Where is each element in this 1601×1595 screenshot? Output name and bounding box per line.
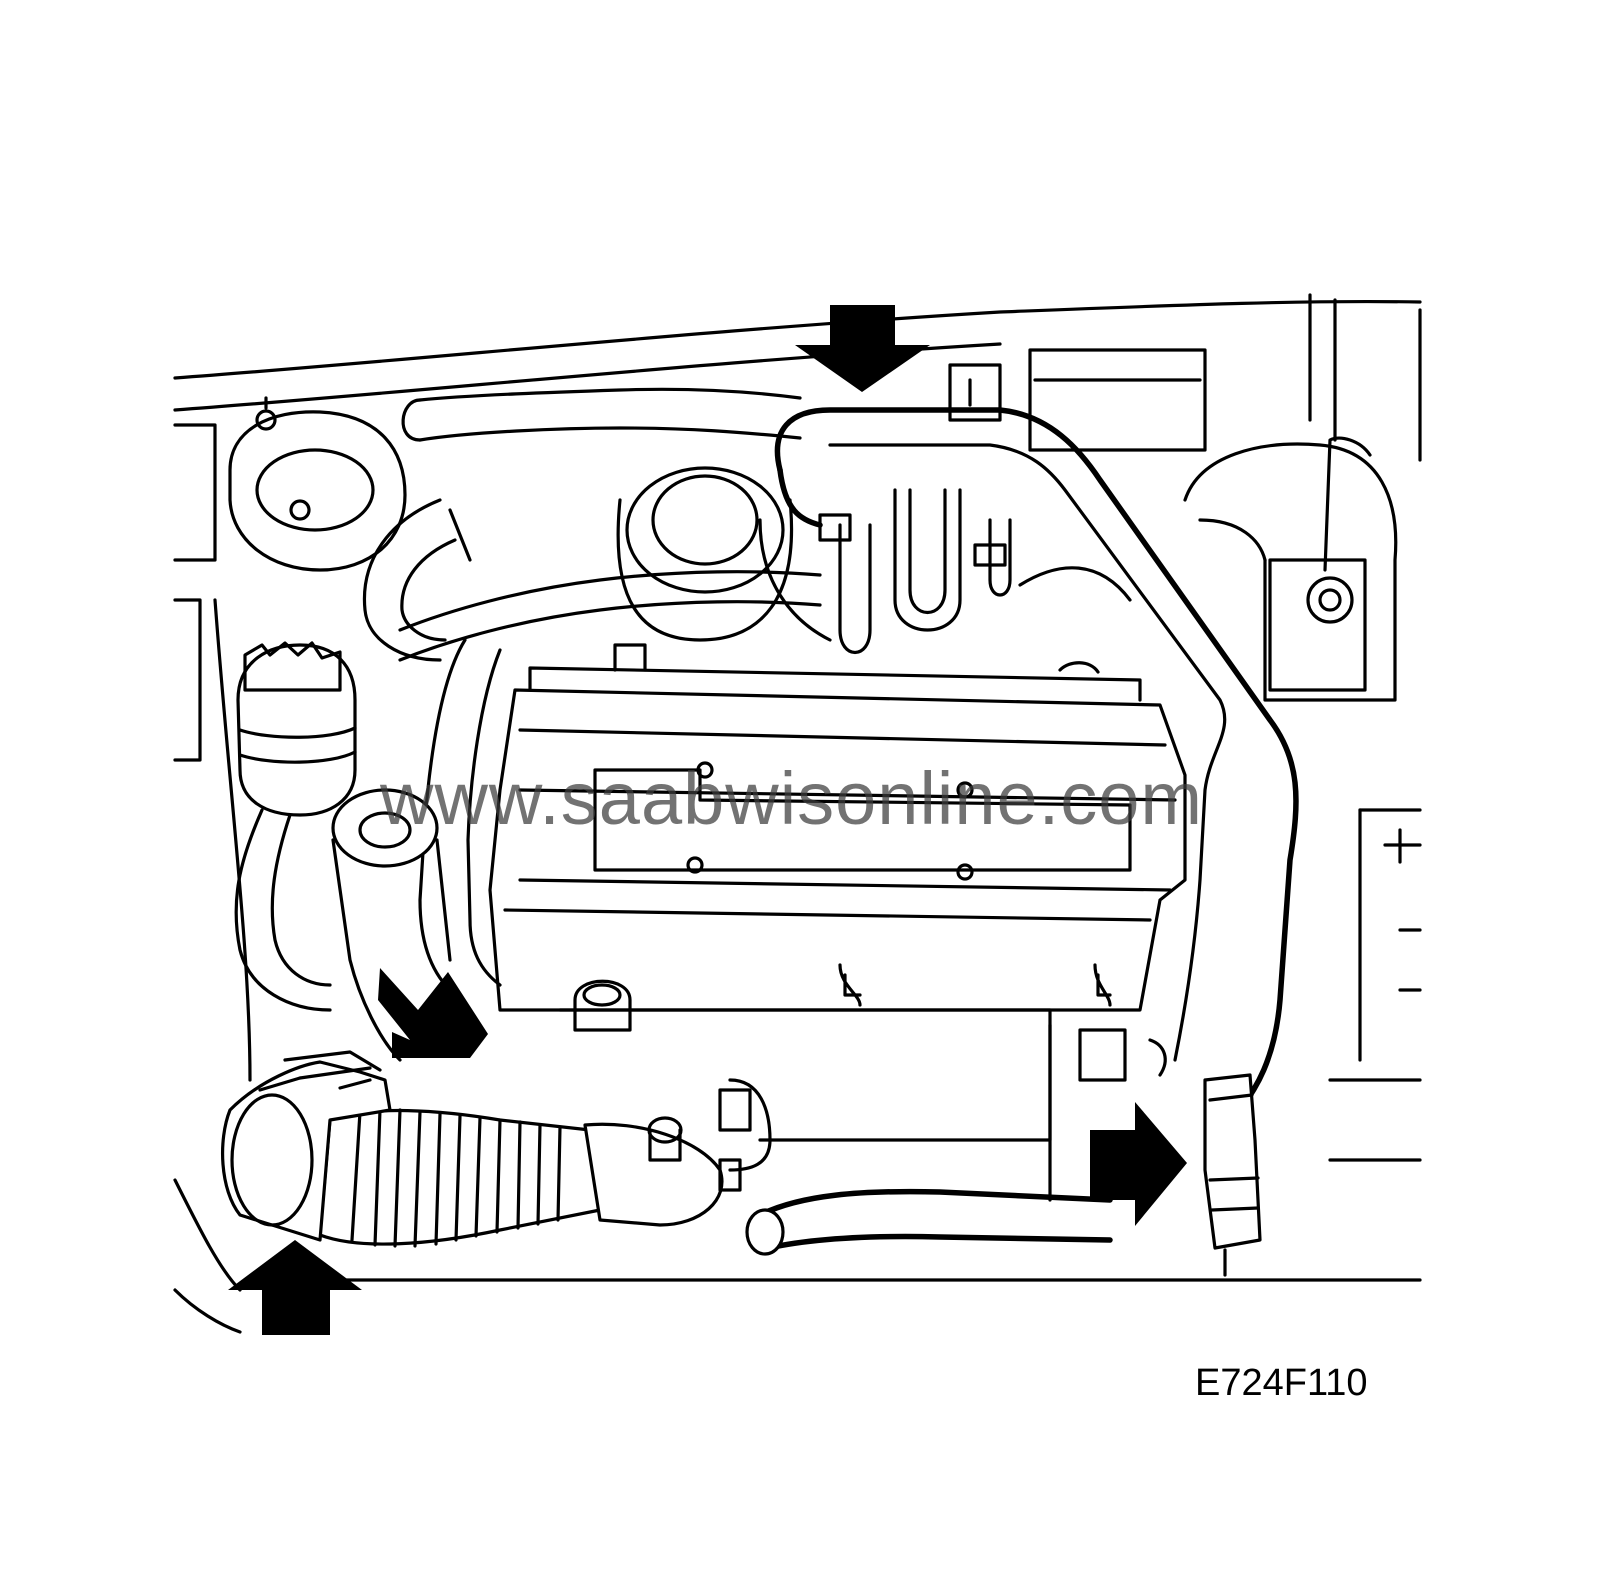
electrical-connector: [1078, 1028, 1262, 1277]
charge-air-pipe: [774, 407, 1299, 1113]
timing-cover: [558, 979, 1052, 1202]
figure-code: E724F110: [1195, 1362, 1368, 1404]
throttle-body: [221, 1050, 392, 1242]
brake-booster: [948, 348, 1398, 702]
strut-tower: [228, 396, 407, 572]
vacuum-lines: [758, 488, 1132, 655]
arrow-middle-left: [378, 968, 488, 1058]
arrow-bottom-left: [228, 1240, 362, 1335]
valve-cover: [488, 643, 1187, 1012]
expansion-tank: [234, 641, 357, 1012]
arrow-top: [795, 305, 930, 392]
intake-pipe-left: [331, 638, 502, 1062]
upper-hoses: [362, 387, 822, 662]
oil-filler-cap: [616, 466, 794, 642]
watermark-text: www.saabwisonline.com: [380, 757, 1204, 840]
arrow-bottom-right: [1090, 1102, 1187, 1226]
lower-hose: [718, 1078, 1113, 1256]
body-frame: [173, 293, 1422, 1334]
battery: [1328, 808, 1422, 1162]
intake-hose: [318, 1108, 724, 1248]
